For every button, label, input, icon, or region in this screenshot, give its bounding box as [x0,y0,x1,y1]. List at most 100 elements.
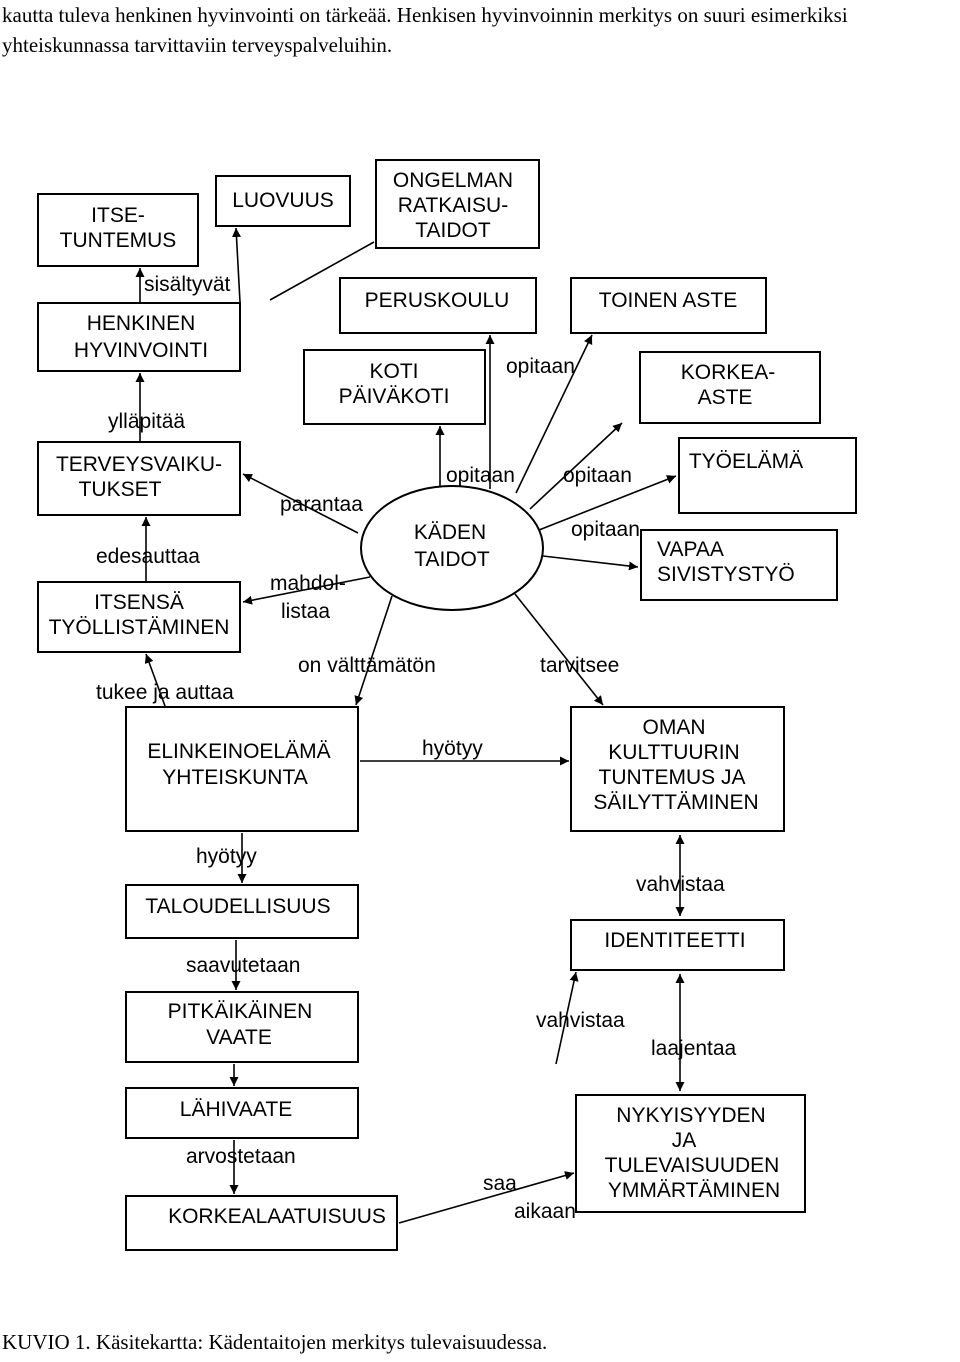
box-talous [125,884,359,939]
edge-korkealaatuisuus-nyky [398,1171,575,1224]
node-koti-line-2: PÄIVÄKOTI [339,385,450,408]
node-peruskoulu: PERUSKOULU [365,289,510,312]
label-tukee: tukee ja auttaa [96,681,234,704]
node-ongelma-line-2: RATKAISU- [398,194,508,217]
node-nyky-line-2: JA [672,1129,697,1152]
node-terveys-line-1: TERVEYSVAIKU- [56,453,222,476]
node-elinkeino-line-1: ELINKEINOELÄMÄ [147,740,330,763]
label-laajentaa: laajentaa [651,1037,737,1060]
intro-line-2: yhteiskunnassa tarvittaviin terveyspalve… [2,33,393,57]
node-elinkeino-line-2: YHTEISKUNTA [162,766,307,789]
node-korkea-line-2: ASTE [698,386,753,409]
label-opitaan-lower: opitaan [571,518,640,541]
edge-henkinen-ongelma [269,241,375,301]
edge-kaden-korkea [529,422,623,510]
label-mahdollistaa-line-1: mahdol- [270,572,346,595]
node-itsetuntemus-line-1: ITSE- [91,204,145,227]
node-lahi: LÄHIVAATE [180,1098,292,1121]
label-opitaan-center: opitaan [446,464,515,487]
box-itsensa [37,581,241,653]
node-ongelma-line-1: ONGELMAN [393,169,513,192]
box-peruskoulu [339,277,537,334]
label-arvostetaan: arvostetaan [186,1145,296,1168]
label-edesauttaa: edesauttaa [96,545,200,568]
node-talous: TALOUDELLISUUS [145,895,330,918]
label-opitaan-right: opitaan [563,464,632,487]
label-parantaa: parantaa [280,493,363,516]
edge-kaden-oman [514,593,604,706]
node-korkea-line-1: KORKEA- [681,361,776,384]
box-vapaa [640,529,838,601]
node-luovuus: LUOVUUS [232,189,334,212]
intro-text: kautta tuleva henkinen hyvinvointi on tä… [2,0,960,60]
figure-caption: KUVIO 1. Käsitekartta: Kädentaitojen mer… [2,1330,548,1354]
box-toinen [570,277,767,334]
ellipse-kaden-taidot [360,485,544,611]
node-korkealaatuisuus: KORKEALAATUISUUS [168,1205,386,1228]
edge-kaden-elinkeino [354,595,393,706]
box-nyky [575,1094,806,1213]
node-toinen: TOINEN ASTE [599,289,737,312]
label-saa: saa [483,1172,517,1195]
box-elinkeino [125,706,359,832]
node-itsetuntemus-line-2: TUNTEMUS [60,229,177,252]
box-henkinen [37,302,241,372]
node-ongelma-line-3: TAIDOT [415,219,491,242]
intro-line-1: kautta tuleva henkinen hyvinvointi on tä… [2,3,848,27]
box-identiteetti [570,919,785,971]
node-oman-line-3: TUNTEMUS JA [599,766,746,789]
node-tyoelama: TYÖELÄMÄ [689,450,803,473]
node-pitka-line-1: PITKÄIKÄINEN [168,1000,313,1023]
edge-kaden-itsensa [242,576,371,605]
node-vapaa-line-1: VAPAA [657,538,724,561]
node-nyky-line-3: TULEVAISUUDEN [605,1154,780,1177]
box-lahi [125,1087,359,1139]
node-texts: ITSE- TUNTEMUS LUOVUUS ONGELMAN RATKAISU… [49,169,804,1228]
edge-labels: sisältyvät ylläpitää edesauttaa parantaa… [96,273,737,1223]
label-hyotyy-mid: hyötyy [422,737,483,760]
label-opitaan-top: opitaan [506,355,575,378]
box-luovuus [215,175,351,227]
box-itsetuntemus [37,193,199,267]
label-mahdollistaa-line-2: listaa [281,600,330,623]
node-henkinen-line-2: HYVINVOINTI [74,339,208,362]
node-itsensa-line-1: ITSENSÄ [94,591,184,614]
node-kaden-line-1: KÄDEN [414,521,486,544]
box-korkea [639,351,821,424]
node-nyky-line-1: NYKYISYYDEN [616,1104,765,1127]
box-korkealaatuisuus [125,1195,398,1251]
edge-kaden-tyoelama [538,475,677,531]
edge-kaden-toinen [515,334,593,494]
label-tarvitsee: tarvitsee [540,654,619,677]
node-pitka-line-2: VAATE [206,1026,272,1049]
edge-kaden-terveys [242,473,359,534]
node-oman-line-1: OMAN [643,716,706,739]
box-tyoelama [678,437,857,514]
label-sisaltyvat: sisältyvät [144,273,231,296]
node-oman-line-4: SÄILYTTÄMINEN [593,791,758,814]
edge-kaden-vapaa [542,555,639,571]
label-vahvistaa-bottom: vahvistaa [536,1009,625,1032]
edge-henkinen-luovuus [231,227,241,303]
box-pitka [125,991,359,1063]
node-koti-line-1: KOTI [369,360,418,383]
node-vapaa-line-2: SIVISTYSTYÖ [657,563,795,586]
box-terveys [37,441,241,516]
box-ongelmanratkaisu [375,159,540,249]
label-hyotyy-left: hyötyy [196,845,257,868]
label-vahvistaa-top: vahvistaa [636,873,725,896]
node-henkinen-line-1: HENKINEN [87,312,196,335]
edge-nyky-oman [555,971,579,1065]
label-valttamaton: on välttämätön [298,654,436,677]
box-oman [570,706,785,832]
box-koti [303,349,486,425]
node-oman-line-2: KULTTUURIN [608,741,739,764]
edge-elinkeino-itsensa [144,653,166,707]
node-nyky-line-4: YMMÄRTÄMINEN [608,1179,780,1202]
node-kaden-line-2: TAIDOT [414,548,490,571]
node-itsensa-line-2: TYÖLLISTÄMINEN [49,616,230,639]
node-identiteetti: IDENTITEETTI [604,929,745,952]
label-aikaan: aikaan [514,1200,576,1223]
node-terveys-line-2: TUKSET [79,478,162,501]
